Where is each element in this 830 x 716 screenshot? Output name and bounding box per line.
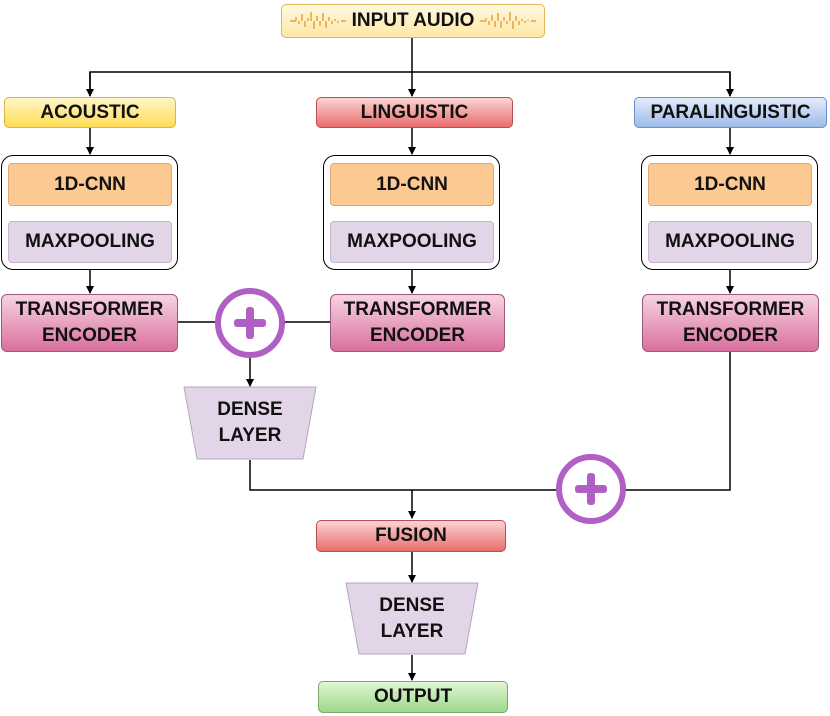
paralinguistic-cnn-label: 1D-CNN bbox=[694, 173, 766, 195]
fusion-box: FUSION bbox=[316, 520, 506, 552]
add-operation-icon bbox=[556, 454, 626, 524]
waveform-right-icon bbox=[480, 9, 537, 33]
acoustic-transformer-encoder: TRANSFORMER ENCODER bbox=[1, 294, 178, 352]
paralinguistic-cnn-box: 1D-CNN bbox=[648, 163, 812, 206]
linguistic-maxpooling-box: MAXPOOLING bbox=[330, 221, 494, 263]
add-operation-icon bbox=[215, 288, 285, 358]
fusion-label: FUSION bbox=[375, 525, 447, 546]
acoustic-maxpooling-label: MAXPOOLING bbox=[25, 231, 155, 252]
paralinguistic-transformer-encoder: TRANSFORMER ENCODER bbox=[642, 294, 819, 352]
linguistic-transformer-label: TRANSFORMER ENCODER bbox=[343, 299, 492, 346]
paralinguistic-maxpooling-box: MAXPOOLING bbox=[648, 221, 812, 263]
input-audio-box: INPUT AUDIO bbox=[281, 4, 545, 38]
linguistic-label: LINGUISTIC bbox=[360, 101, 469, 123]
input-audio-label: INPUT AUDIO bbox=[351, 10, 475, 31]
output-box: OUTPUT bbox=[318, 681, 508, 713]
acoustic-transformer-label: TRANSFORMER ENCODER bbox=[15, 299, 164, 346]
linguistic-transformer-encoder: TRANSFORMER ENCODER bbox=[330, 294, 505, 352]
paralinguistic-label: PARALINGUISTIC bbox=[650, 101, 811, 123]
linguistic-cnn-label: 1D-CNN bbox=[376, 173, 448, 195]
dense-layer-bottom-label: DENSE LAYER bbox=[379, 594, 445, 642]
acoustic-cnn-box: 1D-CNN bbox=[8, 163, 172, 206]
paralinguistic-maxpooling-label: MAXPOOLING bbox=[665, 231, 795, 252]
acoustic-cnn-label: 1D-CNN bbox=[54, 173, 126, 195]
paralinguistic-box: PARALINGUISTIC bbox=[634, 97, 827, 128]
acoustic-maxpooling-box: MAXPOOLING bbox=[8, 221, 172, 263]
acoustic-box: ACOUSTIC bbox=[4, 97, 176, 128]
dense-layer-top: DENSE LAYER bbox=[183, 386, 317, 460]
dense-layer-top-label: DENSE LAYER bbox=[217, 399, 283, 446]
linguistic-box: LINGUISTIC bbox=[316, 97, 513, 128]
waveform-left-icon bbox=[289, 9, 346, 33]
paralinguistic-transformer-label: TRANSFORMER ENCODER bbox=[656, 299, 805, 346]
linguistic-maxpooling-label: MAXPOOLING bbox=[347, 231, 477, 252]
output-label: OUTPUT bbox=[373, 686, 453, 707]
linguistic-cnn-box: 1D-CNN bbox=[330, 163, 494, 206]
dense-layer-bottom: DENSE LAYER bbox=[345, 582, 479, 655]
acoustic-label: ACOUSTIC bbox=[40, 101, 140, 123]
